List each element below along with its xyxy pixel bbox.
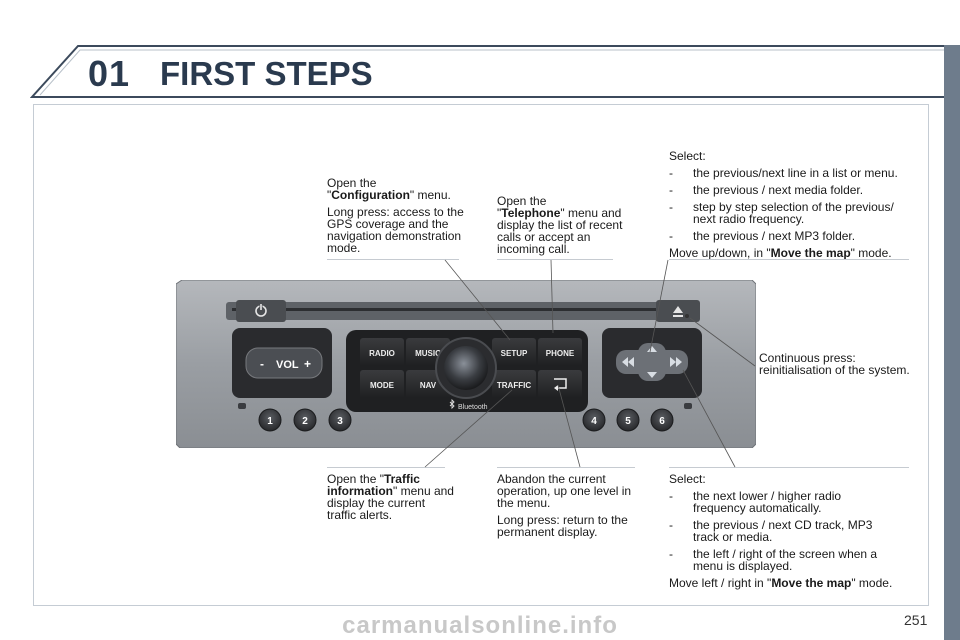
rule-setup — [327, 259, 459, 260]
radio-faceplate: - VOL + RADIO MUSIC SETUP PHONE MODE NAV — [175, 279, 757, 449]
list-item: -the previous/next line in a list or men… — [669, 166, 898, 180]
page-header: 01 FIRST STEPS — [30, 45, 950, 103]
rewind-icon — [622, 357, 634, 367]
svg-text:2: 2 — [302, 416, 308, 427]
leader-reset — [689, 317, 756, 367]
rule-back — [497, 467, 635, 468]
up-arrow-icon — [647, 346, 657, 352]
preset-1[interactable]: 1 — [258, 408, 282, 432]
list-item: -the left / right of the screen when a m… — [669, 547, 878, 573]
leader-leftright — [682, 369, 736, 468]
svg-text:1: 1 — [267, 416, 273, 427]
preset-3[interactable]: 3 — [328, 408, 352, 432]
list-item: -the next lower / higher radio frequency… — [669, 489, 842, 515]
rule-phone — [497, 259, 613, 260]
setup-menu-name: Configuration — [331, 188, 410, 202]
radio-button[interactable]: RADIO — [360, 338, 404, 366]
preset-6[interactable]: 6 — [650, 408, 674, 432]
nav-label: NAV — [420, 381, 437, 390]
svg-text:3: 3 — [337, 416, 343, 427]
page-number: 251 — [904, 612, 928, 628]
callout-back: Abandon the current operation, up one le… — [497, 472, 632, 539]
back-icon — [554, 378, 567, 389]
list-item: -step by step selection of the previous/… — [669, 200, 894, 226]
radio-unit: - VOL + RADIO MUSIC SETUP PHONE MODE NAV — [175, 279, 757, 453]
setup-label: SETUP — [501, 349, 528, 358]
back-button[interactable] — [538, 370, 582, 398]
setup-open-prefix: Open the — [327, 176, 377, 190]
rule-traffic — [327, 467, 445, 468]
traffic-menu-name: Traffic information — [327, 472, 420, 498]
forward-icon — [670, 357, 682, 367]
mode-button[interactable]: MODE — [360, 370, 404, 398]
leader-setup — [444, 259, 511, 341]
list-item: -the previous / next MP3 folder. — [669, 229, 856, 243]
radio-label: RADIO — [369, 349, 395, 358]
preset-2[interactable]: 2 — [293, 408, 317, 432]
bluetooth-icon — [449, 398, 455, 410]
leader-back — [557, 384, 581, 468]
callout-reset: Continuous press: reinitialisation of th… — [759, 351, 910, 377]
power-icon — [255, 304, 267, 317]
mode-label: MODE — [370, 381, 395, 390]
rule-leftright — [669, 467, 909, 468]
music-label: MUSIC — [415, 349, 441, 358]
down-arrow-icon — [647, 372, 657, 378]
setup-button[interactable]: SETUP — [492, 338, 536, 366]
svg-text:6: 6 — [659, 416, 665, 427]
svg-text:5: 5 — [625, 416, 631, 427]
vol-label: VOL — [276, 359, 299, 371]
callout-traffic: Open the "Traffic information" menu and … — [327, 472, 454, 522]
setup-long-press: Long press: access to the GPS coverage a… — [327, 205, 464, 255]
phone-menu-name: Telephone — [501, 206, 561, 220]
callout-updown: Select: -the previous/next line in a lis… — [669, 150, 921, 264]
content-panel — [33, 104, 929, 606]
rule-updown — [669, 259, 909, 260]
page-title: FIRST STEPS — [160, 55, 373, 92]
svg-text:4: 4 — [591, 416, 597, 427]
leader-updown — [649, 259, 669, 353]
phone-button[interactable]: PHONE — [538, 338, 582, 366]
chapter-number: 01 — [88, 53, 131, 94]
vol-minus: - — [260, 357, 264, 371]
arrow-pad[interactable] — [616, 343, 688, 381]
callout-setup: Open the"Configuration" menu. Long press… — [327, 177, 467, 259]
header-frame — [30, 45, 950, 98]
eject-icon — [673, 306, 683, 317]
callout-phone: Open the"Telephone" menu and display the… — [497, 194, 623, 256]
preset-4[interactable]: 4 — [582, 408, 606, 432]
traffic-button[interactable]: TRAFFIC — [492, 370, 536, 398]
preset-buttons: 1 2 3 4 5 6 — [258, 408, 674, 432]
bluetooth-badge: Bluetooth — [449, 398, 488, 411]
bluetooth-label: Bluetooth — [458, 404, 488, 411]
power-button[interactable] — [236, 300, 286, 322]
eject-button[interactable] — [656, 300, 700, 322]
leader-phone — [550, 259, 554, 334]
vol-plus: + — [304, 357, 311, 371]
list-item: -the previous / next media folder. — [669, 183, 864, 197]
traffic-label: TRAFFIC — [497, 381, 531, 390]
preset-5[interactable]: 5 — [616, 408, 640, 432]
leader-traffic — [424, 389, 513, 468]
volume-rocker[interactable]: - VOL + — [245, 347, 323, 379]
callout-leftright: Select: -the next lower / higher radio f… — [669, 473, 921, 594]
phone-label: PHONE — [546, 349, 575, 358]
list-item: -the previous / next CD track, MP3 track… — [669, 518, 873, 544]
side-tab — [944, 45, 960, 640]
reset-pinhole[interactable] — [685, 314, 689, 318]
watermark: carmanualsonline.info — [342, 612, 618, 639]
